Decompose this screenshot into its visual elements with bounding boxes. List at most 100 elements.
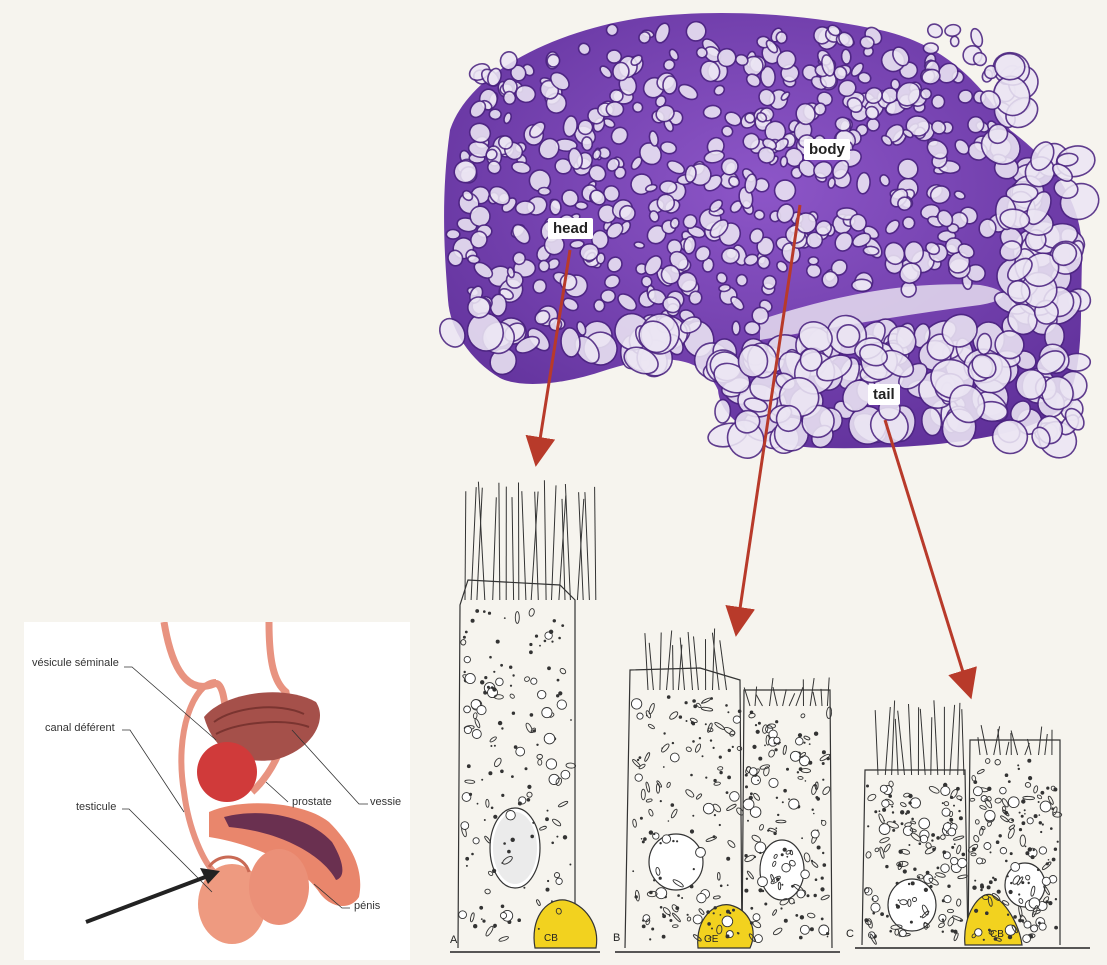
stereocilium bbox=[688, 632, 692, 690]
organelle bbox=[660, 906, 663, 909]
organelle bbox=[501, 727, 503, 729]
organelle bbox=[956, 845, 962, 854]
organelle bbox=[465, 631, 468, 634]
organelle bbox=[827, 757, 830, 760]
organelle bbox=[997, 890, 1001, 894]
organelle bbox=[1033, 849, 1035, 851]
organelle bbox=[755, 724, 757, 726]
organelle bbox=[467, 764, 471, 768]
organelle bbox=[777, 814, 779, 816]
organelle bbox=[713, 912, 715, 914]
organelle bbox=[748, 713, 755, 719]
anatomy-illustration bbox=[24, 622, 410, 960]
organelle bbox=[949, 788, 958, 799]
organelle bbox=[889, 930, 892, 933]
organelle bbox=[536, 744, 538, 746]
stereocilium bbox=[595, 487, 596, 600]
organelle bbox=[776, 797, 778, 799]
organelle bbox=[878, 813, 885, 824]
organelle bbox=[763, 766, 770, 776]
organelle bbox=[879, 837, 890, 844]
organelle bbox=[826, 932, 829, 935]
organelle bbox=[558, 800, 569, 807]
organelle bbox=[985, 810, 995, 820]
cytoplasm-organelles bbox=[459, 608, 1062, 945]
organelle bbox=[980, 889, 983, 892]
organelle bbox=[699, 737, 701, 739]
organelle bbox=[471, 619, 475, 623]
organelle bbox=[776, 878, 780, 882]
panel-label-b: B bbox=[613, 932, 620, 944]
organelle bbox=[642, 919, 644, 921]
organelle bbox=[1039, 814, 1041, 816]
organelle bbox=[722, 916, 733, 927]
organelle bbox=[645, 782, 650, 793]
organelle bbox=[773, 832, 776, 835]
organelle bbox=[1050, 827, 1053, 830]
organelle bbox=[660, 800, 662, 802]
organelle bbox=[759, 852, 761, 854]
organelle bbox=[668, 820, 670, 822]
organelle bbox=[547, 666, 551, 670]
organelle bbox=[662, 935, 666, 939]
organelle bbox=[772, 927, 783, 936]
organelle bbox=[962, 853, 966, 857]
label-vessie: vessie bbox=[370, 796, 401, 808]
organelle bbox=[470, 912, 475, 922]
organelle bbox=[517, 918, 521, 922]
tag-cb-a: CB bbox=[544, 933, 558, 944]
organelle bbox=[1048, 901, 1052, 905]
organelle bbox=[635, 895, 638, 898]
organelle bbox=[500, 770, 504, 774]
organelle bbox=[482, 920, 485, 923]
organelle bbox=[919, 842, 922, 845]
organelle bbox=[1005, 773, 1009, 777]
organelle bbox=[752, 745, 756, 749]
organelle bbox=[958, 810, 960, 812]
organelle bbox=[928, 877, 939, 887]
panel-b-cells bbox=[615, 629, 840, 953]
organelle bbox=[516, 747, 525, 756]
label-vesicule-seminale: vésicule séminale bbox=[32, 657, 119, 669]
organelle bbox=[1024, 921, 1031, 928]
organelle bbox=[974, 880, 976, 882]
organelle bbox=[872, 898, 874, 900]
stereocilium bbox=[522, 491, 526, 600]
organelle bbox=[717, 766, 723, 770]
organelle bbox=[865, 851, 871, 858]
label-canal-deferent: canal déférent bbox=[45, 722, 115, 734]
stereocilium bbox=[649, 643, 653, 690]
organelle bbox=[496, 678, 504, 686]
organelle bbox=[820, 887, 824, 891]
stereocilium bbox=[875, 710, 878, 775]
organelle bbox=[569, 864, 571, 866]
organelle bbox=[947, 885, 950, 888]
organelle bbox=[727, 711, 729, 713]
organelle bbox=[687, 917, 691, 922]
organelle bbox=[725, 704, 728, 707]
organelle bbox=[726, 910, 730, 914]
organelle bbox=[743, 799, 754, 810]
organelle bbox=[631, 699, 641, 709]
organelle bbox=[919, 818, 930, 829]
organelle bbox=[1022, 821, 1026, 825]
organelle bbox=[501, 862, 503, 864]
organelle bbox=[814, 732, 818, 736]
organelle bbox=[975, 819, 979, 824]
organelle bbox=[677, 894, 680, 897]
organelle bbox=[1031, 925, 1038, 932]
organelle bbox=[719, 756, 722, 759]
stereocilium bbox=[895, 719, 898, 775]
organelle bbox=[690, 885, 694, 889]
organelle bbox=[893, 820, 896, 823]
organelle bbox=[788, 798, 790, 800]
organelle bbox=[800, 713, 806, 719]
organelle bbox=[518, 802, 522, 806]
organelle bbox=[886, 915, 889, 918]
organelle bbox=[533, 729, 536, 732]
organelle bbox=[995, 798, 1002, 804]
organelle bbox=[970, 798, 975, 801]
organelle bbox=[494, 926, 496, 928]
organelle bbox=[529, 650, 533, 654]
organelle bbox=[672, 742, 674, 744]
